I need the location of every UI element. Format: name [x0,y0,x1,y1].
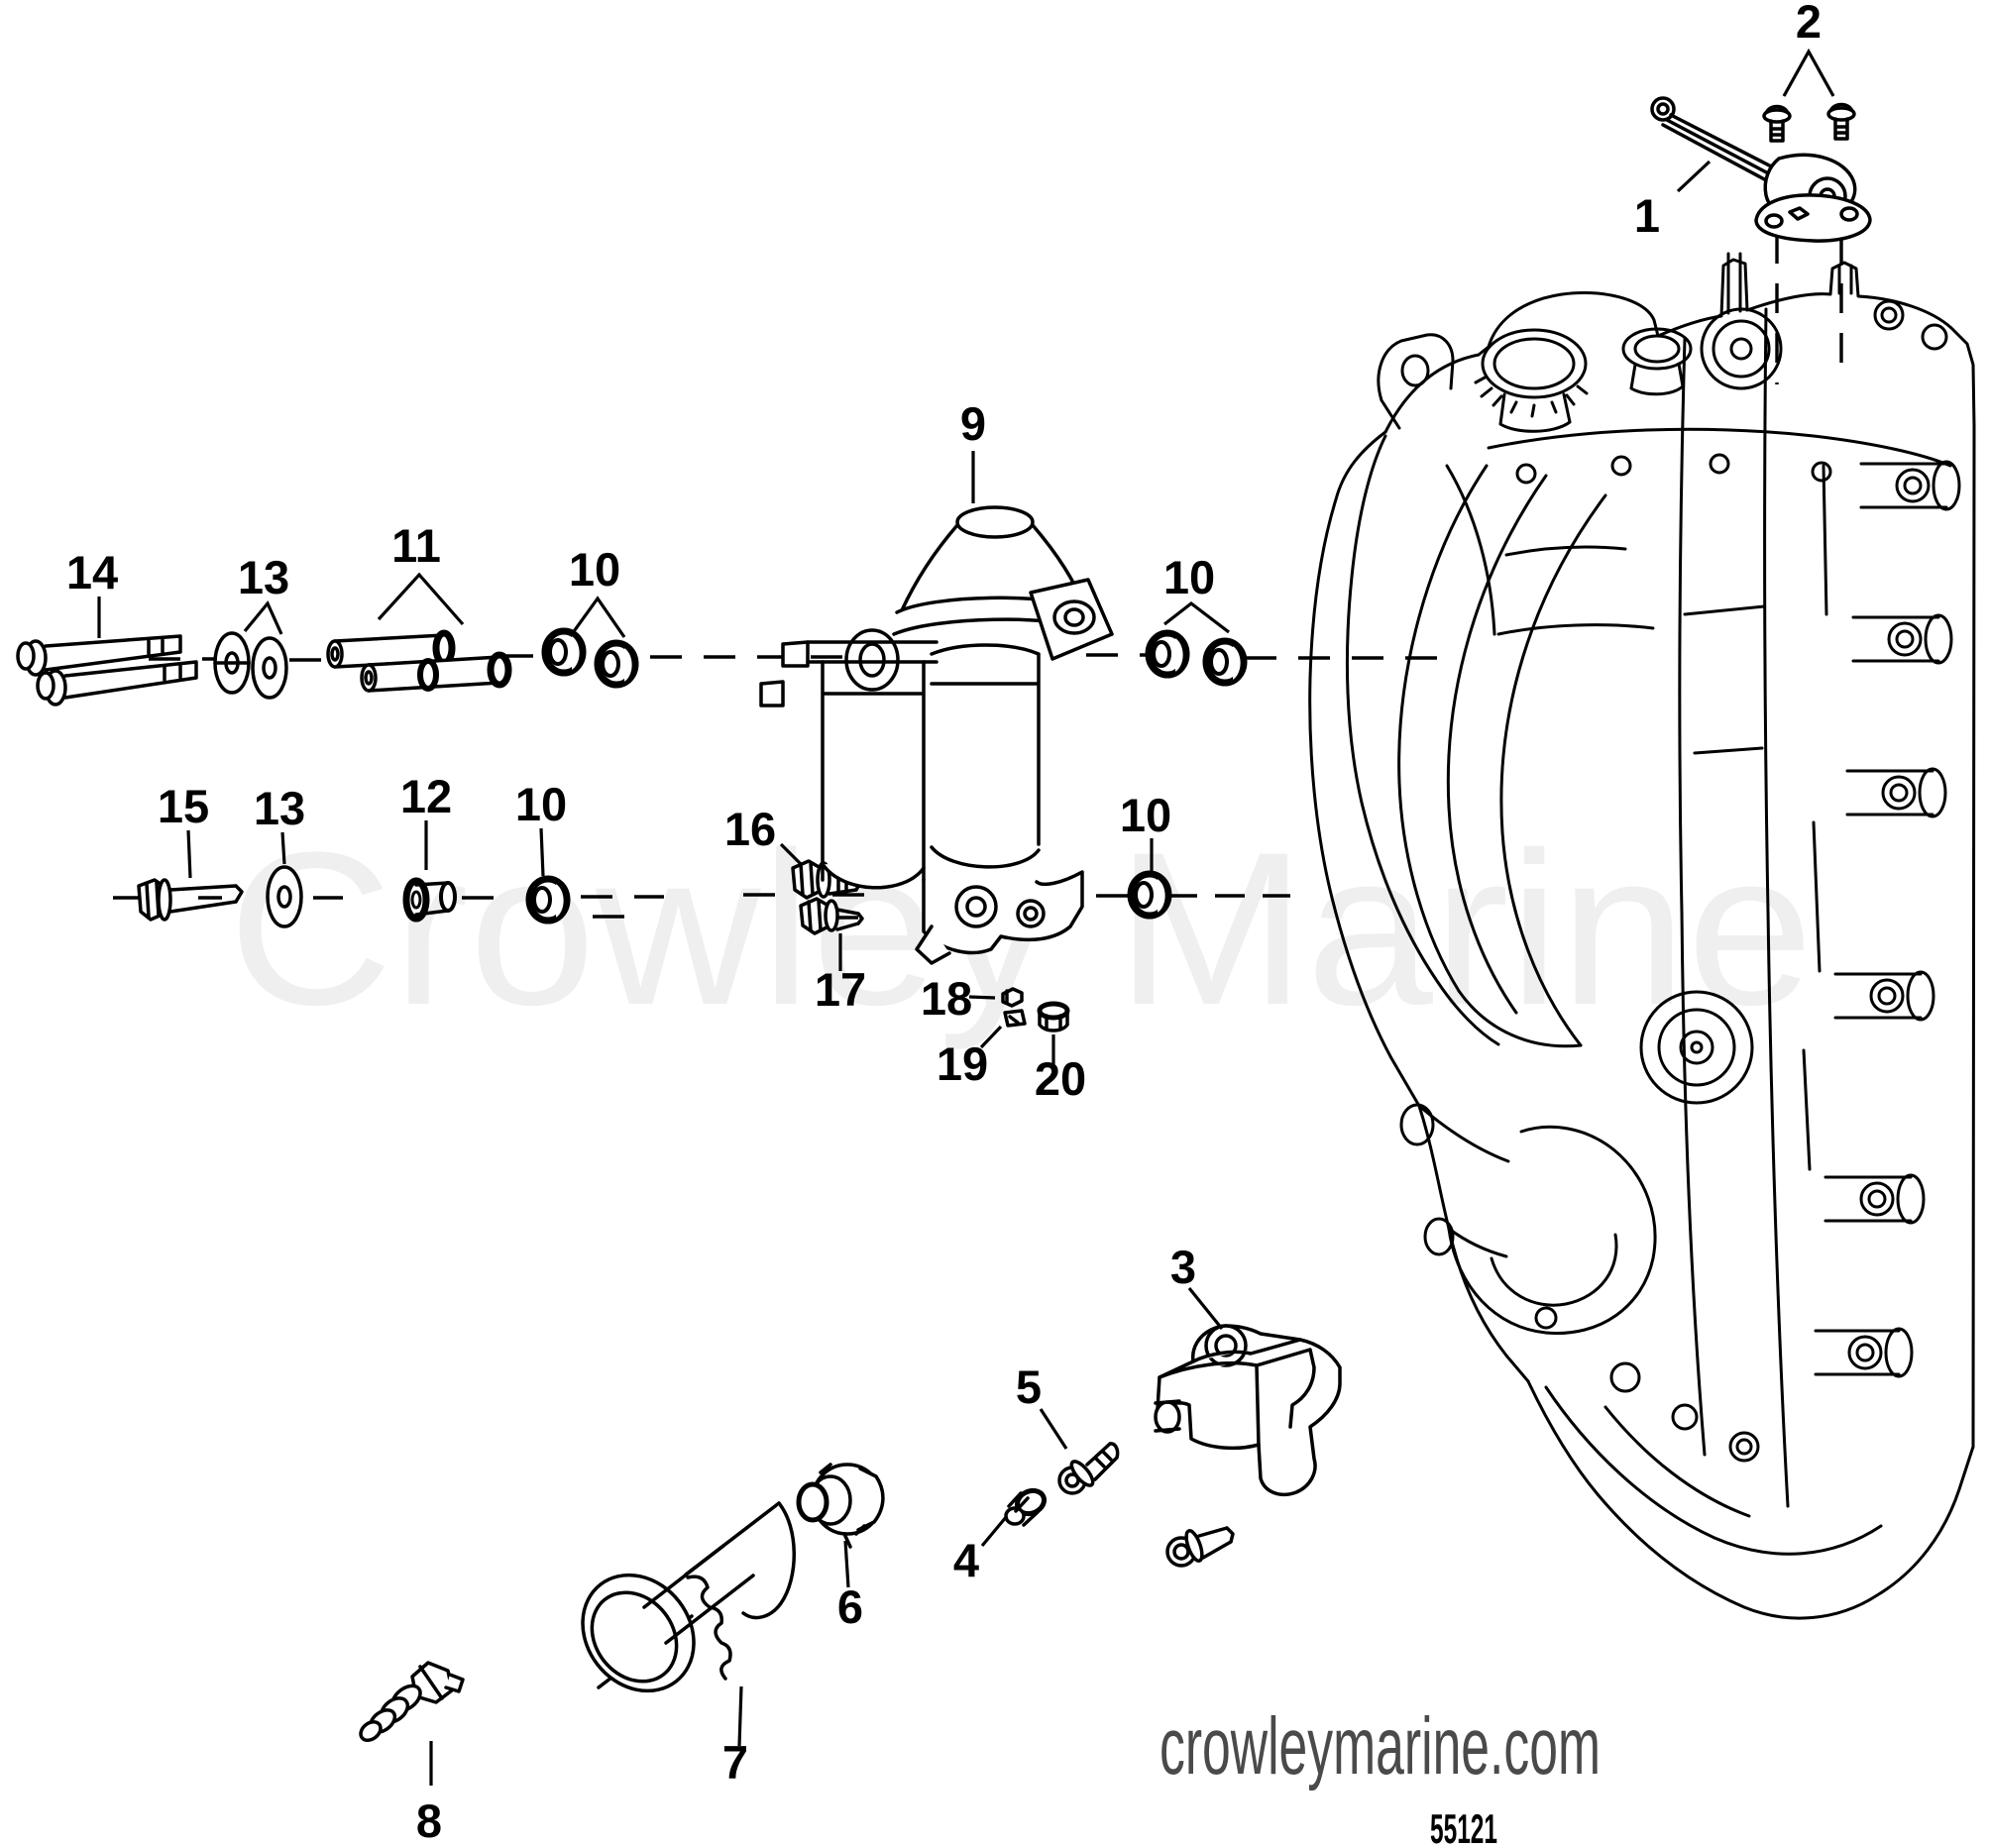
grommet [541,627,587,677]
grommet [525,875,571,924]
callout-label-17: 17 [815,963,866,1016]
callout-label-16: 16 [724,803,776,855]
grommet [1202,637,1248,687]
part-3-bracket [1154,1324,1342,1497]
callout-label-8: 8 [416,1794,442,1847]
part-14-long-bolts [16,634,198,707]
callout-label-14: 14 [66,546,118,598]
callout-label-12: 12 [400,770,452,822]
callout-label-6: 6 [837,1580,863,1633]
callout-leader-1 [1676,160,1712,193]
callout-leader-5 [1039,1408,1068,1450]
grommet [1145,629,1190,679]
part-20-cap-nut [1037,1001,1070,1033]
centerline-row-2 [113,893,1290,900]
centerline-row-2b [593,915,860,920]
callout-leader-4 [980,1514,1009,1548]
part-1-linkage-rod [1650,96,1872,243]
callout-label-4: 4 [953,1534,979,1586]
part-6-adapter-fitting [796,1463,885,1549]
callout-label-20: 20 [1035,1052,1086,1105]
website-watermark: crowleymarine.com [1160,1701,1601,1792]
callout-label-1: 1 [1634,189,1660,242]
centerline-row-1 [149,653,1443,662]
engine-block-drawing [1308,252,1976,1620]
callout-label-13: 13 [254,782,305,834]
assembly-centerlines [113,234,1843,920]
callout-leader-10 [1163,600,1230,634]
callout-label-5: 5 [1016,1360,1042,1413]
drawing-number: 55121 [1430,1805,1497,1848]
callout-leader-15 [186,829,192,879]
part-5-screw [1057,1442,1120,1495]
callout-label-10: 10 [515,778,567,830]
part-18-nut [1001,987,1024,1008]
callout-label-11: 11 [391,519,441,572]
callout-label-7: 7 [722,1736,748,1789]
callout-label-19: 19 [937,1037,988,1090]
callout-label-15: 15 [158,780,209,832]
part-12-bushing [402,877,457,923]
callout-label-10: 10 [1163,551,1215,603]
part-7-oil-filter [581,1501,796,1693]
callout-leader-11 [377,572,465,626]
callout-leader-16 [779,842,803,866]
callout-label-13: 13 [238,551,289,603]
callout-leader-3 [1187,1286,1224,1331]
callout-label-9: 9 [960,397,986,450]
part-4-plug [1004,1487,1048,1527]
callout-label-18: 18 [921,972,972,1025]
part-11-spacers [326,629,512,693]
grommet [594,639,639,689]
callout-leader-10 [539,827,545,877]
callout-leader-2 [1782,48,1835,97]
callout-label-3: 3 [1170,1241,1196,1293]
callout-label-2: 2 [1796,0,1822,48]
callout-leader-19 [979,1025,1003,1049]
part-13-washer-lower [266,865,303,928]
callout-leader-6 [843,1540,850,1588]
callout-leader-7 [737,1685,743,1747]
part-2-screws [1762,102,1856,143]
part-19-nut [1003,1009,1027,1028]
bracket-bolt [1165,1526,1235,1568]
callout-leader-13 [280,831,286,865]
centerline-screws-2 [1775,234,1843,384]
callout-leader-10 [570,596,626,638]
callout-leader-18 [968,995,996,1000]
part-8-sensor [359,1661,465,1743]
part-9-starter-motor [759,505,1114,965]
grommet [1127,870,1172,920]
callout-label-10: 10 [1120,789,1171,841]
part-15-bolt [137,878,244,922]
part-17-bolt [799,897,864,935]
callout-label-10: 10 [569,543,620,596]
part-10-grommets [525,627,1248,924]
part-13-washers-upper [213,631,288,700]
callout-leader-13 [243,599,283,635]
